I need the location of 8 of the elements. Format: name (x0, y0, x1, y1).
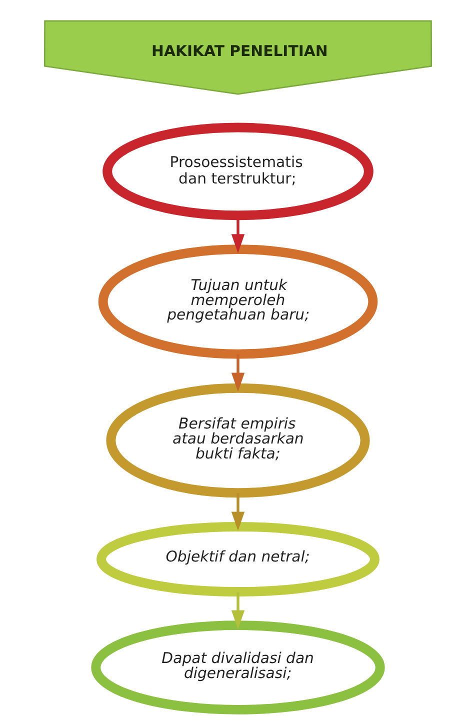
arrow (230, 592, 244, 630)
arrow (230, 354, 244, 392)
node-ellipse: Tujuan untuk memperoleh pengetahuan baru; (98, 244, 378, 359)
node-ellipse: Dapat divalidasi dan digeneralisasi; (90, 620, 384, 714)
arrow (230, 493, 244, 531)
node-ellipse: Bersifat empiris atau berdasarkan bukti fakta; (106, 383, 370, 498)
node-ellipse: Prosoessistematis dan terstruktur; (102, 122, 373, 220)
node-ellipse: Objektif dan netral; (96, 522, 379, 596)
